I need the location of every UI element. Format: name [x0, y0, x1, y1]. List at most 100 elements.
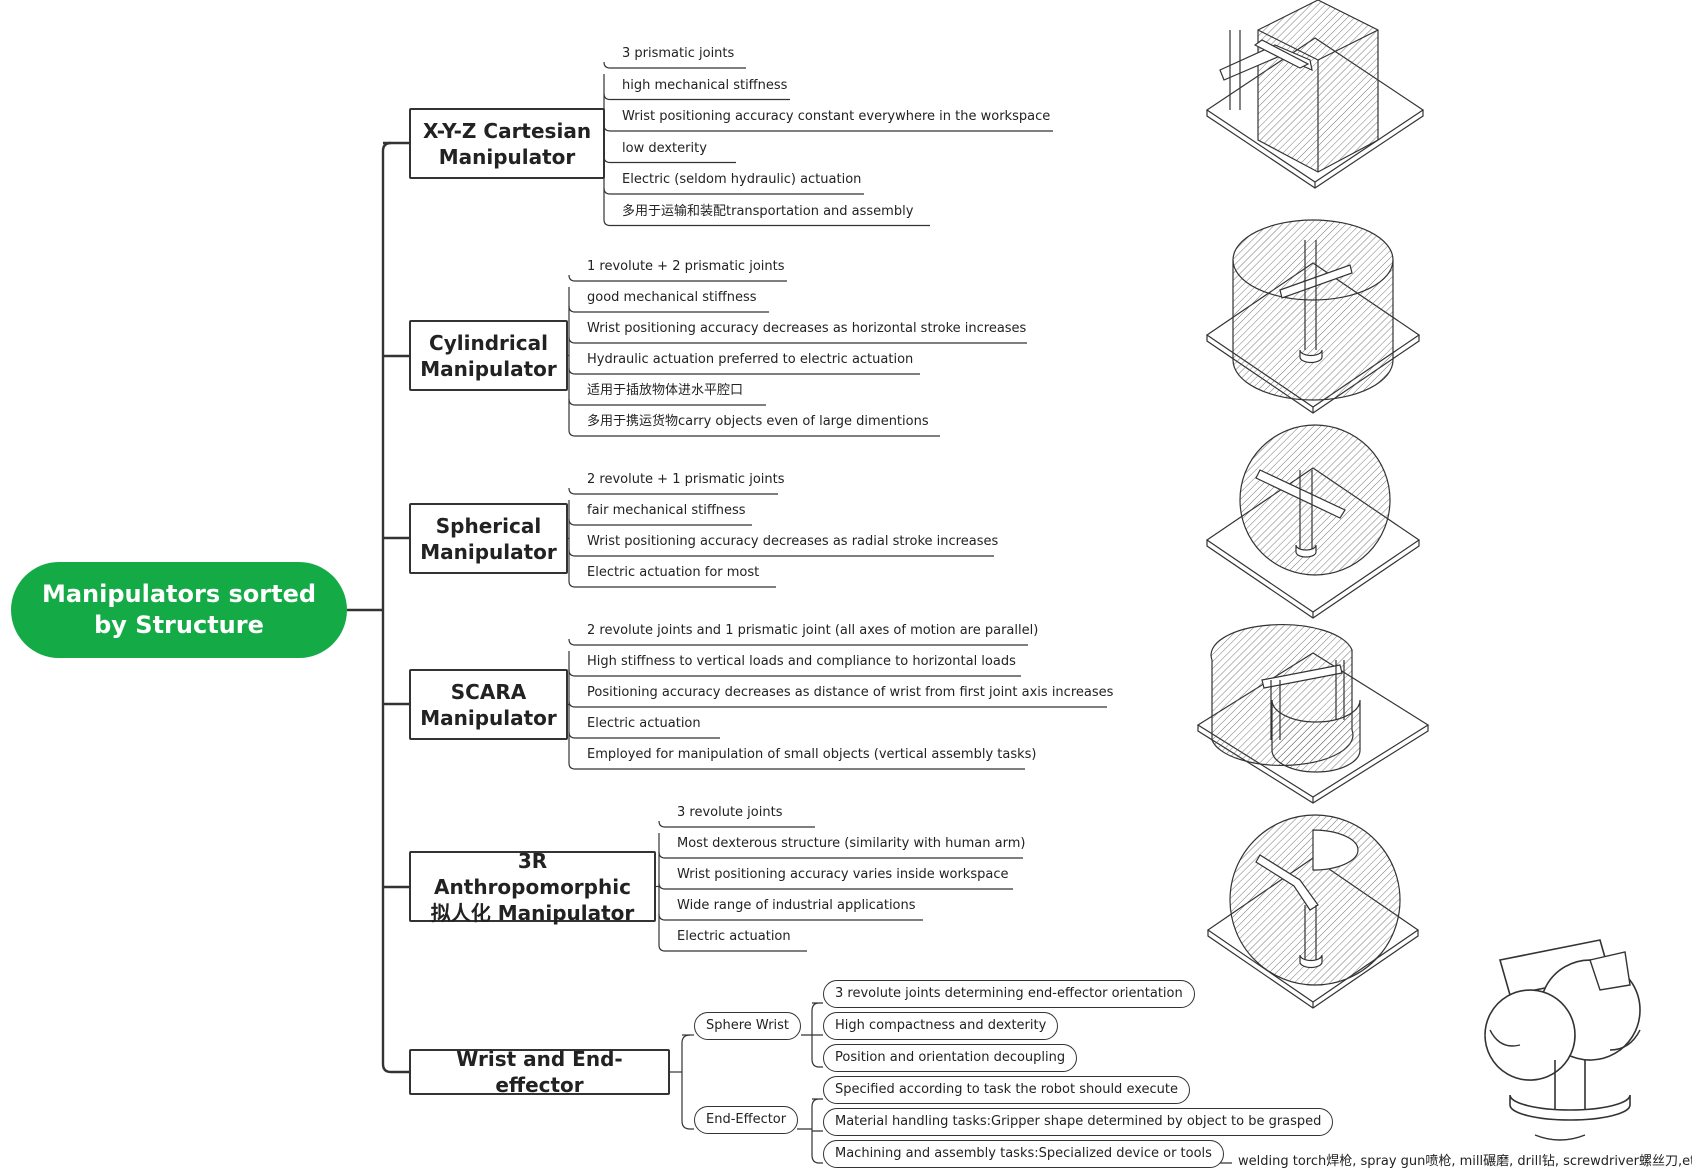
connector	[568, 274, 787, 282]
connector	[568, 429, 940, 437]
connector	[568, 549, 994, 557]
connector	[603, 124, 1053, 132]
leaf-anthropomorphic-2[interactable]: Most dexterous structure (similarity wit…	[677, 836, 1026, 851]
connector	[797, 1098, 823, 1164]
branch-label-line1: Spherical	[435, 513, 542, 538]
leaf-scara-1[interactable]: 2 revolute joints and 1 prismatic joint …	[587, 623, 1039, 638]
connector	[568, 762, 1025, 770]
connector	[568, 398, 766, 406]
leaf-spherical-2[interactable]: fair mechanical stiffness	[587, 503, 746, 518]
connector	[568, 638, 1028, 646]
leaf-spherical-3[interactable]: Wrist positioning accuracy decreases as …	[587, 534, 999, 549]
connector	[568, 669, 1021, 677]
sphere-wrist-item-1[interactable]: 3 revolute joints determining end-effect…	[823, 980, 1195, 1008]
subbranch-label: Sphere Wrist	[706, 1018, 790, 1033]
end-effector-item-2[interactable]: Material handling tasks:Gripper shape de…	[823, 1108, 1334, 1136]
leaf-cartesian-5[interactable]: Electric (seldom hydraulic) actuation	[622, 172, 862, 187]
leaf-cartesian-3[interactable]: Wrist positioning accuracy constant ever…	[622, 109, 1051, 124]
subbranch-label: End-Effector	[706, 1112, 787, 1127]
connector	[658, 851, 1023, 859]
branch-label-line1: 3R Anthropomorphic	[434, 848, 631, 899]
leaf-cylindrical-4[interactable]: Hydraulic actuation preferred to electri…	[587, 352, 914, 367]
connector	[658, 944, 807, 952]
connector	[658, 820, 815, 828]
tools-note: welding torch焊枪, spray gun喷枪, mill碾磨, dr…	[1238, 1154, 1692, 1169]
branch-label-line2: Manipulator	[438, 144, 576, 169]
leaf-cartesian-1[interactable]: 3 prismatic joints	[622, 46, 735, 61]
leaf-cylindrical-2[interactable]: good mechanical stiffness	[587, 290, 757, 305]
connector	[568, 518, 752, 526]
branch-wrist-end-effector[interactable]: Wrist and End-effector	[409, 1047, 670, 1097]
wrist-illustration	[1484, 939, 1641, 1141]
leaf-cartesian-4[interactable]: low dexterity	[622, 140, 707, 156]
scara-robot-illustration	[1196, 624, 1430, 804]
root-topic[interactable]: Manipulators sorted by Structure	[11, 562, 347, 658]
connector	[568, 336, 1027, 344]
leaf-spherical-4[interactable]: Electric actuation for most	[587, 565, 760, 580]
connector	[568, 731, 720, 739]
item-text: Position and orientation decoupling	[835, 1050, 1066, 1065]
leaf-scara-3[interactable]: Positioning accuracy decreases as distan…	[587, 685, 1114, 700]
connector	[658, 913, 923, 921]
connector	[568, 700, 1107, 708]
leaf-cylindrical-6[interactable]: 多用于携运货物carry objects even of large dimen…	[587, 414, 929, 429]
branch-label-line2: 拟人化 Manipulator	[430, 900, 635, 925]
leaf-anthropomorphic-3[interactable]: Wrist positioning accuracy varies inside…	[677, 867, 1009, 882]
end-effector-item-3[interactable]: Machining and assembly tasks:Specialized…	[823, 1140, 1224, 1168]
leaf-anthropomorphic-4[interactable]: Wide range of industrial applications	[677, 898, 916, 913]
item-text: Specified according to task the robot sh…	[835, 1082, 1178, 1097]
branch-label-line2: Manipulator	[420, 356, 557, 381]
leaf-spherical-1[interactable]: 2 revolute + 1 prismatic joints	[587, 472, 785, 487]
connector	[568, 305, 769, 313]
subbranch-sphere-wrist[interactable]: Sphere Wrist	[694, 1012, 802, 1040]
leaf-scara-4[interactable]: Electric actuation	[587, 716, 701, 731]
leaf-scara-5[interactable]: Employed for manipulation of small objec…	[587, 747, 1037, 762]
item-text: Machining and assembly tasks:Specialized…	[835, 1146, 1212, 1161]
leaf-scara-2[interactable]: High stiffness to vertical loads and com…	[587, 654, 1016, 669]
root-title-line1: Manipulators sorted	[41, 580, 317, 608]
connector	[603, 187, 864, 195]
spherical-robot-illustration	[1205, 424, 1421, 619]
root-title-line2: by Structure	[94, 611, 264, 639]
connector	[658, 882, 1013, 890]
item-text: High compactness and dexterity	[835, 1018, 1047, 1033]
connector	[801, 1002, 823, 1068]
leaf-cartesian-6[interactable]: 多用于运输和装配transportation and assembly	[622, 203, 914, 219]
leaf-cylindrical-1[interactable]: 1 revolute + 2 prismatic joints	[587, 259, 785, 274]
sphere-wrist-item-2[interactable]: High compactness and dexterity	[823, 1012, 1059, 1040]
leaf-cylindrical-3[interactable]: Wrist positioning accuracy decreases as …	[587, 321, 1027, 336]
leaf-anthropomorphic-5[interactable]: Electric actuation	[677, 929, 791, 944]
cartesian-robot-illustration	[1205, 0, 1425, 189]
connector	[603, 156, 736, 164]
branch-label-line1: Cylindrical	[429, 330, 548, 355]
connector	[603, 219, 930, 227]
connector	[568, 580, 776, 588]
anthropomorphic-robot-illustration	[1206, 814, 1420, 1009]
branch-label-line2: Manipulator	[420, 705, 557, 730]
leaf-cartesian-2[interactable]: high mechanical stiffness	[622, 77, 788, 93]
connector	[681, 1034, 694, 1130]
branch-label: Wrist and End-effector	[456, 1047, 623, 1097]
item-text: Material handling tasks:Gripper shape de…	[835, 1114, 1322, 1129]
item-text: 3 revolute joints determining end-effect…	[835, 986, 1183, 1001]
cylindrical-robot-illustration	[1205, 219, 1421, 414]
leaf-cylindrical-5[interactable]: 适用于插放物体进水平腔口	[587, 383, 744, 398]
branch-label-line1: X-Y-Z Cartesian	[422, 118, 592, 143]
subbranch-end-effector[interactable]: End-Effector	[694, 1106, 799, 1134]
sphere-wrist-item-3[interactable]: Position and orientation decoupling	[823, 1044, 1078, 1072]
end-effector-item-1[interactable]: Specified according to task the robot sh…	[823, 1076, 1190, 1104]
branch-label-line2: Manipulator	[420, 539, 557, 564]
leaf-anthropomorphic-1[interactable]: 3 revolute joints	[677, 805, 783, 820]
